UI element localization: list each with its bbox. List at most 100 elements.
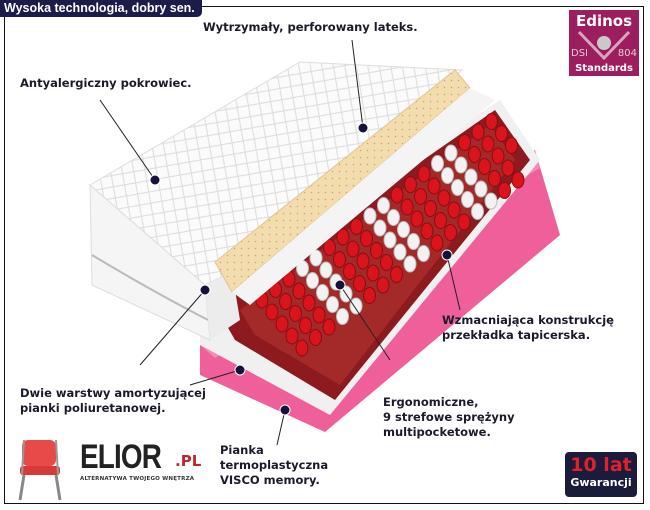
spring	[511, 171, 525, 189]
spring	[319, 261, 333, 279]
spring	[289, 305, 302, 322]
spring	[393, 243, 407, 261]
warranty-years: 10 lat	[570, 454, 632, 476]
spring	[471, 123, 485, 141]
spring	[285, 327, 299, 345]
spring	[430, 234, 444, 252]
spring	[275, 315, 289, 333]
label-latex: Wytrzymały, perforowany lateks.	[203, 20, 418, 34]
annotation-dots	[149, 122, 453, 416]
spring	[471, 203, 484, 220]
chair-logo-icon	[18, 439, 62, 501]
spring	[309, 329, 322, 346]
spring	[444, 144, 458, 162]
spring	[292, 282, 306, 300]
label-visco: Pianka termoplastyczna VISCO memory.	[220, 443, 329, 487]
spring	[451, 179, 464, 196]
spring	[306, 272, 319, 289]
spring	[437, 189, 451, 207]
spring	[350, 218, 363, 235]
spring	[366, 264, 380, 282]
spring	[498, 182, 511, 199]
spring	[478, 158, 491, 175]
spring	[383, 231, 397, 249]
spring	[343, 263, 356, 280]
certificate-standards: Standards	[575, 63, 633, 74]
logo-name: ELIOR	[80, 438, 162, 476]
logo-tagline: ALTERNATYWA TWOJEGO WNĘTRZA	[80, 476, 195, 482]
spring	[461, 191, 474, 208]
label-cover: Antyalergiczny pokrowiec.	[20, 76, 192, 90]
spring	[414, 188, 427, 205]
warranty-badge: 10 lat Gwarancji	[565, 452, 637, 497]
spring	[363, 207, 377, 225]
spring	[390, 186, 404, 204]
spring	[295, 339, 309, 357]
spring	[265, 303, 279, 321]
spring	[491, 147, 505, 165]
spring	[464, 168, 478, 186]
spring	[488, 170, 501, 187]
spring	[360, 230, 373, 247]
spring	[427, 177, 441, 195]
spring	[363, 287, 376, 304]
spring	[397, 221, 410, 238]
spring	[434, 212, 447, 229]
spring	[377, 197, 390, 214]
spring	[336, 228, 350, 246]
spring	[420, 222, 434, 240]
elior-logo: ELIOR .PL ALTERNATYWA TWOJEGO WNĘTRZA	[80, 438, 201, 483]
spring	[468, 146, 481, 163]
spring	[484, 192, 498, 210]
spring	[356, 252, 370, 270]
spring	[333, 251, 346, 268]
spring	[458, 134, 471, 151]
spring	[417, 165, 431, 183]
label-springs: Ergonomiczne, 9 strefowe sprężyny multip…	[383, 395, 515, 439]
spring	[481, 135, 495, 153]
spring	[485, 113, 498, 130]
label-foam-layers: Dwie warstwy amortyzującej pianki poliur…	[20, 386, 206, 415]
logo-suffix: .PL	[175, 452, 202, 470]
spring	[403, 255, 417, 273]
certificate-number: 804	[617, 48, 637, 59]
spring	[353, 275, 366, 292]
spring	[441, 167, 454, 184]
spring	[404, 176, 417, 193]
spring	[474, 180, 488, 198]
spring	[417, 245, 430, 262]
spring	[501, 159, 515, 177]
spring	[431, 155, 444, 172]
spring	[380, 254, 393, 271]
spring	[312, 306, 326, 324]
spring	[349, 297, 363, 315]
spring	[309, 249, 323, 267]
spring	[370, 242, 383, 259]
spring	[505, 137, 518, 154]
certificate-brand: Edinos	[575, 12, 633, 30]
spring	[322, 318, 336, 336]
spring	[444, 224, 457, 241]
spring	[376, 276, 390, 294]
spring	[410, 210, 424, 228]
spring	[316, 284, 329, 301]
spring	[457, 213, 471, 231]
spring	[387, 209, 400, 226]
image-frame	[4, 6, 644, 504]
warranty-label: Gwarancji	[570, 476, 632, 489]
spring	[326, 296, 339, 313]
certificate-v-icon	[577, 30, 631, 60]
spring	[299, 317, 312, 334]
label-reinforcement: Wzmacniająca konstrukcję przekładka tapi…	[442, 313, 614, 342]
spring	[424, 200, 437, 217]
spring	[302, 294, 316, 312]
spring	[336, 308, 349, 325]
spring	[279, 293, 292, 310]
certificate-dsi: DSI	[571, 48, 588, 59]
edinos-certificate-badge: Edinos DSI 804 Standards	[569, 10, 639, 76]
page-title: Wysoka technologia, dobry sen.	[0, 0, 202, 17]
spring	[495, 125, 508, 142]
spring	[323, 239, 336, 256]
spring	[407, 233, 420, 250]
